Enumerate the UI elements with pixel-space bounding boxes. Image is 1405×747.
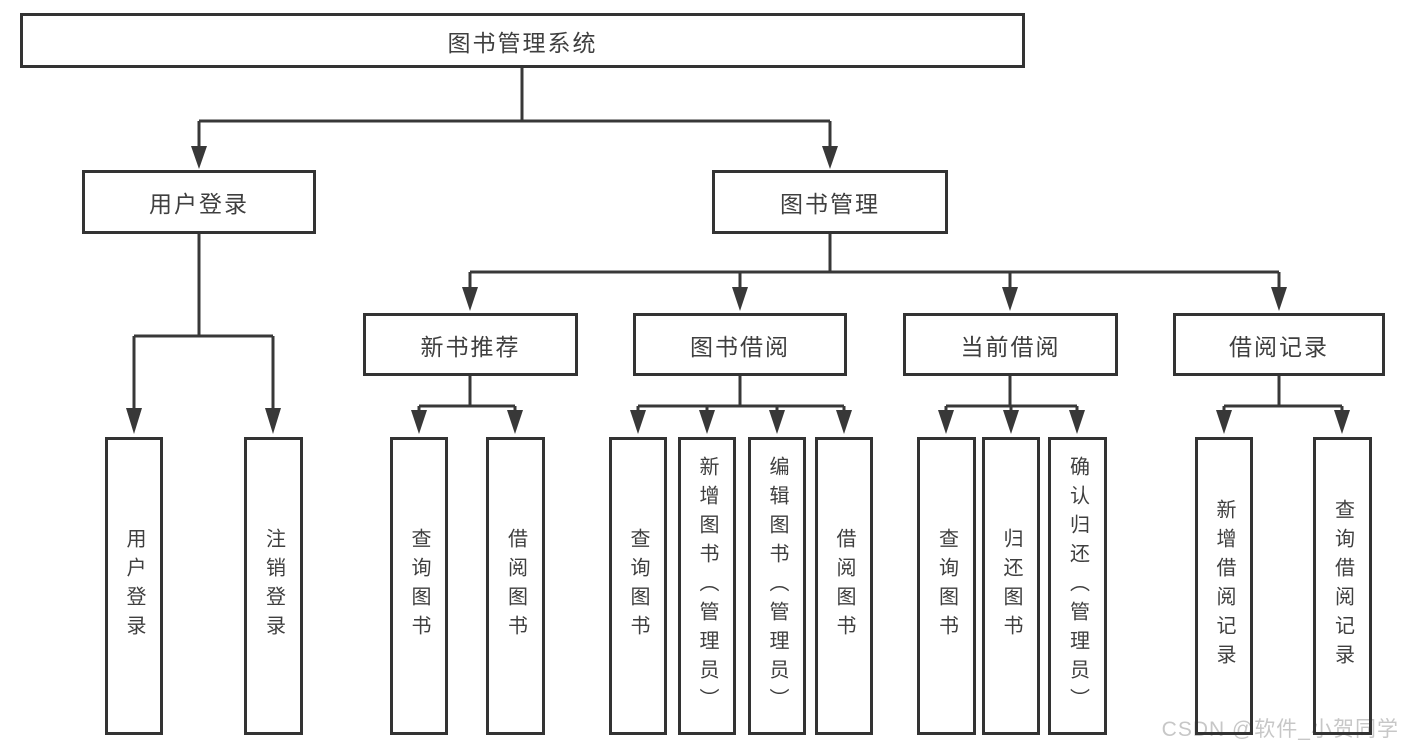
node-leaf-logout: 注销登录 xyxy=(244,437,303,735)
node-label: 图书借阅 xyxy=(690,333,790,360)
node-label: 查询图书 xyxy=(935,528,958,644)
node-leaf-query-books-borrow: 查询图书 xyxy=(609,437,667,735)
node-leaf-query-books-current: 查询图书 xyxy=(917,437,976,735)
node-label: 新书推荐 xyxy=(420,333,521,360)
node-leaf-borrow-books-recommend: 借阅图书 xyxy=(486,437,545,735)
edges-book-borrow xyxy=(630,374,852,434)
node-leaf-user-login: 用户登录 xyxy=(105,437,163,735)
node-user-login: 用户登录 xyxy=(82,170,316,234)
node-library-system: 图书管理系统 xyxy=(20,13,1025,68)
node-leaf-query-borrow-record: 查询借阅记录 xyxy=(1313,437,1372,735)
node-label: 查询借阅记录 xyxy=(1331,499,1354,673)
node-label: 图书管理 xyxy=(780,191,880,217)
node-book-borrow: 图书借阅 xyxy=(633,313,847,376)
node-label: 借阅记录 xyxy=(1229,333,1329,360)
csdn-watermark: CSDN @软件_小贺同学 xyxy=(1161,718,1399,741)
node-label: 新增借阅记录 xyxy=(1213,499,1235,673)
node-current-borrow: 当前借阅 xyxy=(903,313,1118,376)
node-leaf-confirm-return-admin: 确认归还（管理员） xyxy=(1048,437,1107,735)
node-label: 新增图书（管理员） xyxy=(696,455,718,717)
node-label: 查询图书 xyxy=(408,528,430,644)
node-label: 归还图书 xyxy=(1000,528,1022,644)
edges-current-borrow xyxy=(938,374,1085,434)
node-leaf-return-books: 归还图书 xyxy=(982,437,1040,735)
node-leaf-add-books-admin: 新增图书（管理员） xyxy=(678,437,736,735)
node-label: 借阅图书 xyxy=(833,528,855,644)
node-leaf-borrow-books: 借阅图书 xyxy=(815,437,873,735)
node-label: 用户登录 xyxy=(123,528,145,644)
node-label: 注销登录 xyxy=(262,528,285,644)
node-leaf-edit-books-admin: 编辑图书（管理员） xyxy=(748,437,806,735)
node-label: 当前借阅 xyxy=(960,333,1061,360)
edges-new-book-recommend xyxy=(411,374,523,434)
edges-root xyxy=(191,66,838,169)
node-borrow-records: 借阅记录 xyxy=(1173,313,1385,376)
node-book-management: 图书管理 xyxy=(712,170,948,234)
node-label: 用户登录 xyxy=(149,191,249,217)
node-leaf-add-borrow-record: 新增借阅记录 xyxy=(1195,437,1253,735)
node-new-book-recommend: 新书推荐 xyxy=(363,313,578,376)
node-label: 确认归还（管理员） xyxy=(1066,455,1089,717)
node-label: 编辑图书（管理员） xyxy=(766,455,788,717)
node-label: 借阅图书 xyxy=(504,528,527,644)
node-label: 查询图书 xyxy=(627,528,649,644)
edges-book-management xyxy=(462,232,1287,311)
edges-user-login xyxy=(126,232,281,434)
node-label: 图书管理系统 xyxy=(447,29,598,56)
node-leaf-query-books-recommend: 查询图书 xyxy=(390,437,448,735)
edges-borrow-records xyxy=(1216,374,1350,434)
